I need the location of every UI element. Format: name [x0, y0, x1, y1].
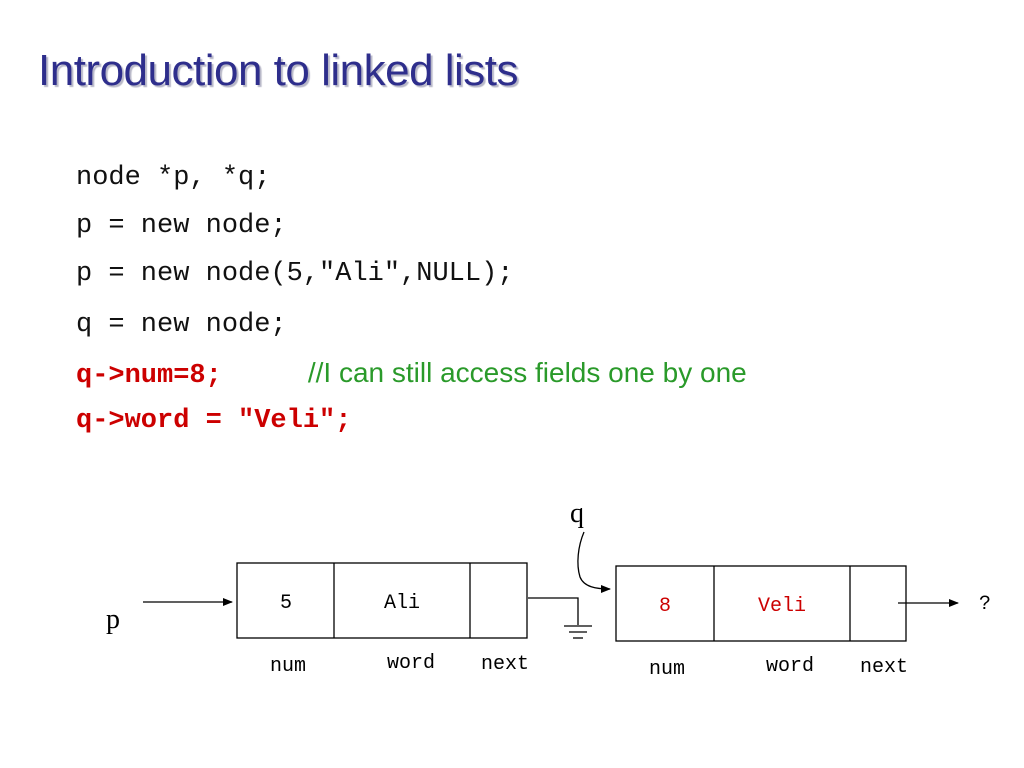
node-p-num-value: 5 — [280, 592, 292, 615]
node-p-next-label: next — [481, 653, 529, 676]
node-q-word-label: word — [766, 655, 814, 678]
node-p-word-label: word — [387, 652, 435, 675]
node-p: 5 Ali num word next — [236, 562, 529, 678]
code-line-declare: node *p, *q; — [76, 163, 271, 193]
node-q: 8 Veli num word next — [615, 565, 908, 681]
node-q-num-label: num — [649, 658, 685, 681]
ground-null-icon — [528, 597, 592, 639]
code-block: node *p, *q; p = new node; p = new node(… — [76, 154, 747, 445]
code-line-assign-num: q->num=8; //I can still access fields one… — [76, 349, 747, 397]
code-line-new-node-q: q = new node; — [76, 310, 287, 340]
node-q-next-label: next — [860, 656, 908, 679]
code-assign-num: q->num=8; — [76, 361, 222, 391]
node-q-num-value: 8 — [659, 595, 671, 618]
node-q-next-unknown: ? — [979, 593, 991, 616]
code-line-assign-word: q->word = "Veli"; — [76, 397, 747, 445]
node-q-box — [615, 565, 907, 642]
pointer-p-label: p — [106, 604, 120, 635]
slide-title: Introduction to linked lists — [38, 46, 519, 95]
pointer-q-arrow — [577, 531, 611, 593]
node-p-word-value: Ali — [384, 592, 420, 615]
node-p-num-label: num — [270, 655, 306, 678]
pointer-q-label: q — [570, 498, 584, 529]
node-p-box — [236, 562, 528, 639]
node-q-word-value: Veli — [758, 595, 806, 618]
code-assign-word: q->word = "Veli"; — [76, 406, 352, 436]
code-line-construct-p: p = new node(5,"Ali",NULL); — [76, 259, 514, 289]
code-comment: //I can still access fields one by one — [307, 357, 747, 388]
code-line-new-node-p: p = new node; — [76, 211, 287, 241]
